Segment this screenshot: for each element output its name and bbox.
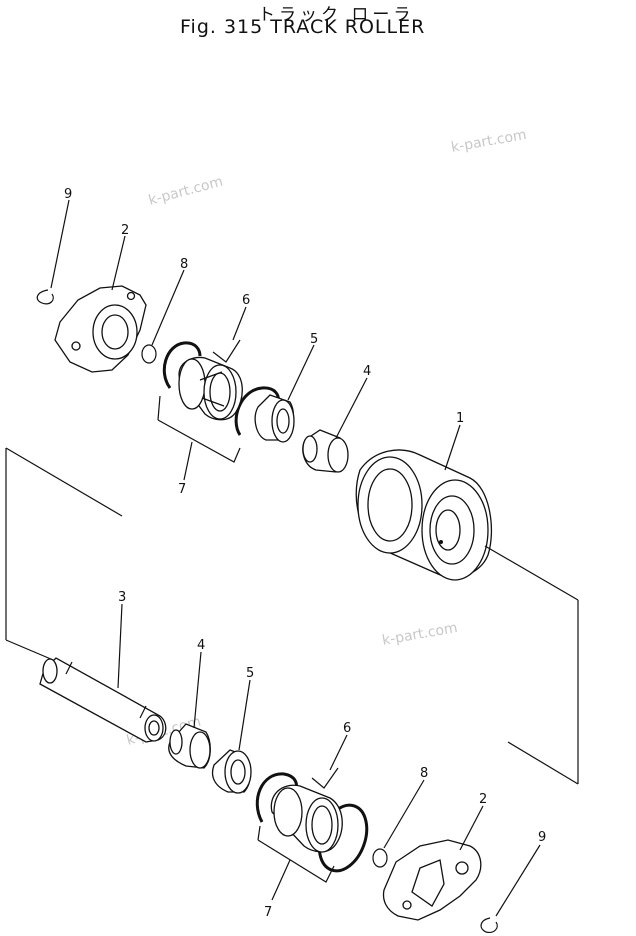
frame-line-4 <box>484 545 579 601</box>
callout-4-top: 4 <box>363 364 371 379</box>
callout-4-bottom: 4 <box>197 638 205 653</box>
frame-line-6 <box>507 741 579 785</box>
leader-5-bottom <box>238 679 251 751</box>
callout-6-top: 6 <box>242 293 250 308</box>
leader-7-top <box>183 441 193 481</box>
seal-ring-top-b <box>234 386 280 436</box>
callout-2-top: 2 <box>121 223 129 238</box>
leader-7-top-bracket <box>157 419 241 463</box>
frame-line-1 <box>5 447 123 517</box>
snap-ring-top <box>36 289 54 305</box>
bracket-bottom <box>382 839 482 921</box>
callout-1: 1 <box>456 411 464 426</box>
leader-6-top <box>232 306 247 341</box>
leader-6-top-bracket <box>212 339 241 363</box>
callout-8-bottom: 8 <box>420 766 428 781</box>
figure-title: Fig. 315 TRACK ROLLER <box>180 16 426 38</box>
leader-4-top <box>335 377 368 439</box>
leader-7-bottom <box>271 859 291 901</box>
callout-9-bottom: 9 <box>538 830 546 845</box>
callout-7-bottom: 7 <box>264 905 272 920</box>
leader-4-bottom <box>193 651 202 729</box>
bushing-bottom <box>168 723 211 769</box>
callout-9-top: 9 <box>64 187 72 202</box>
callout-8-top: 8 <box>180 257 188 272</box>
watermark-3: k-part.com <box>381 620 459 649</box>
seal-ring-bottom-a <box>255 772 299 823</box>
o-ring-bottom <box>372 848 388 868</box>
shaft <box>39 657 167 743</box>
leader-3 <box>117 603 123 689</box>
leader-2-bottom <box>459 805 484 851</box>
leader-7-bottom-bracket <box>257 839 335 883</box>
bracket-top <box>54 285 147 373</box>
callout-3: 3 <box>118 590 126 605</box>
leader-7-top-tick <box>157 395 161 421</box>
leader-6-bottom-bracket <box>311 767 339 789</box>
callout-7-top: 7 <box>178 482 186 497</box>
leader-5-top <box>287 344 315 401</box>
bushing-top <box>302 429 349 473</box>
callout-5-bottom: 5 <box>246 666 254 681</box>
watermark-1: k-part.com <box>450 127 528 156</box>
collar-top <box>254 394 295 443</box>
callout-2-bottom: 2 <box>479 792 487 807</box>
leader-8-bottom <box>383 779 425 849</box>
leader-1 <box>444 424 461 471</box>
callout-6-bottom: 6 <box>343 721 351 736</box>
o-ring-top <box>141 344 157 364</box>
leader-9-bottom <box>495 844 541 917</box>
leader-2-top <box>111 235 126 291</box>
snap-ring-bottom <box>480 917 498 933</box>
floating-seal-top <box>178 356 243 421</box>
leader-8-top <box>151 269 185 346</box>
collar-bottom <box>211 749 252 794</box>
title-japanese: トラック ローラ <box>258 5 415 25</box>
watermark-2: k-part.com <box>147 174 225 209</box>
leader-9-top <box>50 199 70 289</box>
leader-7-bottom-tick <box>257 825 261 841</box>
seal-ring-top-a <box>162 341 202 389</box>
leader-6-bottom <box>329 734 348 771</box>
floating-seal-bottom <box>270 784 343 853</box>
callout-5-top: 5 <box>310 332 318 347</box>
roller <box>355 449 493 581</box>
